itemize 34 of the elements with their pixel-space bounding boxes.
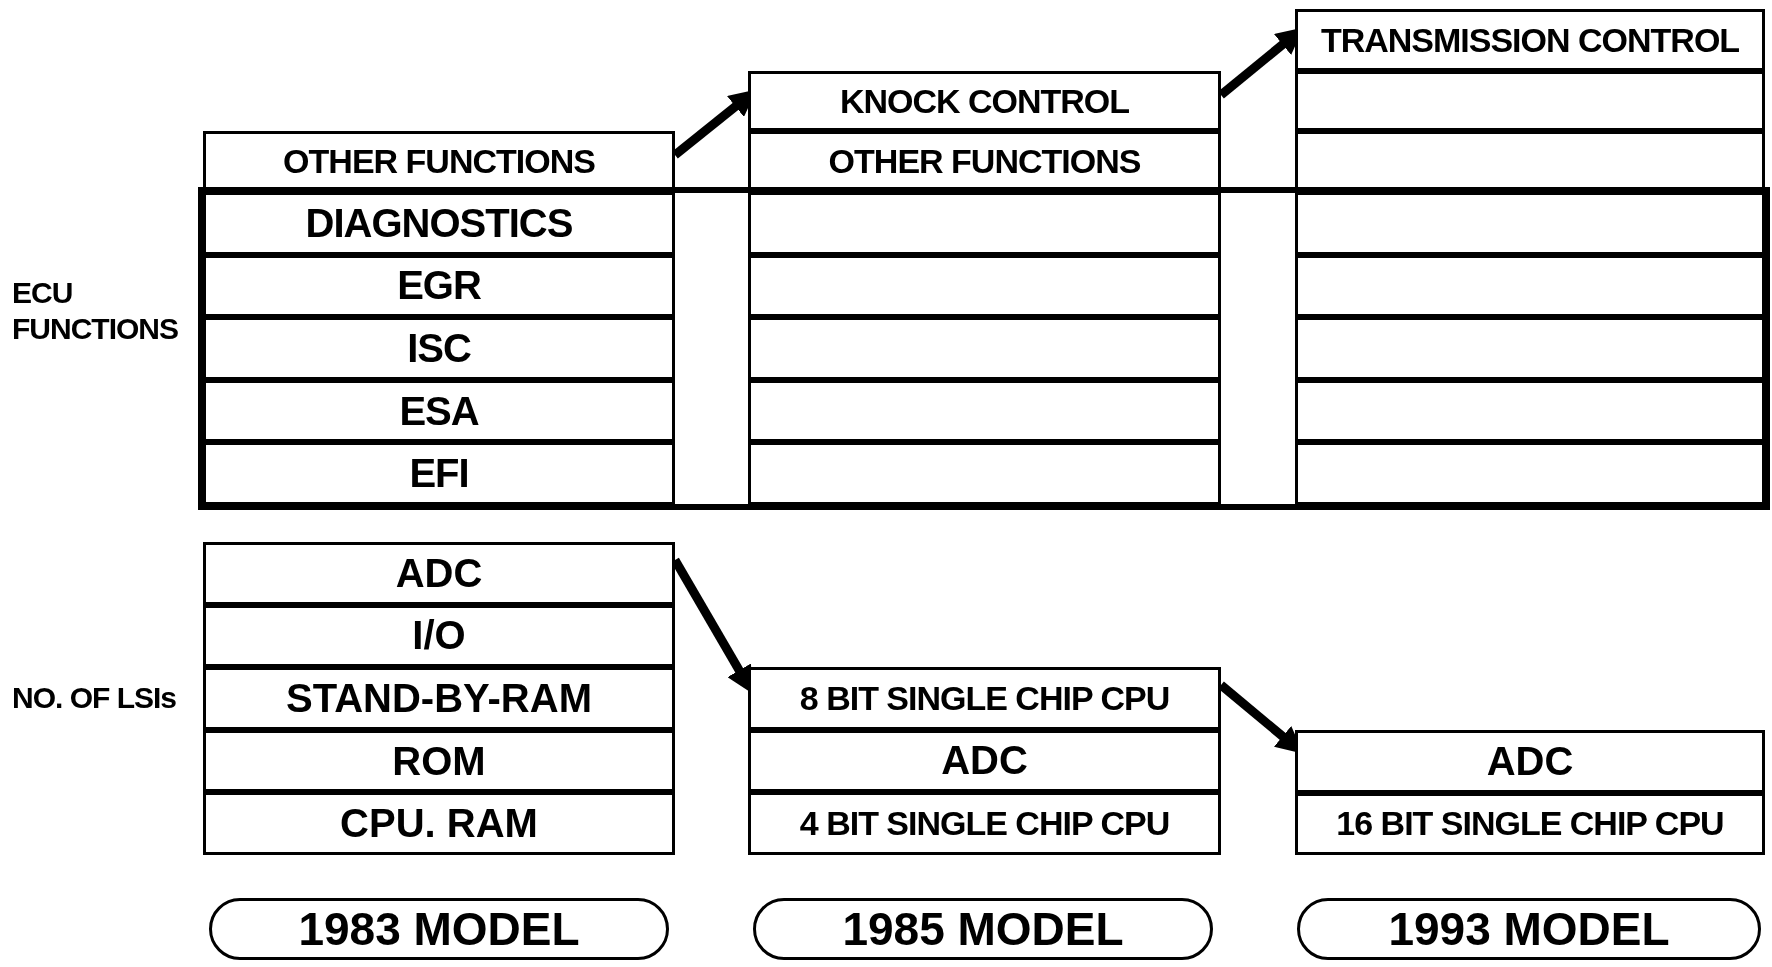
blank-row [748,317,1221,380]
chip-row: STAND-BY-RAM [203,667,675,730]
axis-label: ECU FUNCTIONS [12,275,179,347]
blank-row [748,442,1221,505]
function-row: DIAGNOSTICS [203,192,675,255]
model-label-pill: 1993 MODEL [1297,898,1761,960]
blank-row [1295,192,1765,255]
blank-row [1295,317,1765,380]
function-row: ESA [203,379,675,443]
blank-row [748,254,1221,318]
chip-row: 16 BIT SINGLE CHIP CPU [1295,792,1765,856]
blank-row [1295,379,1765,443]
function-row: EFI [203,442,675,505]
function-row: ISC [203,317,675,380]
chip-row: ADC [1295,730,1765,793]
blank-row [748,192,1221,255]
function-row: TRANSMISSION CONTROL [1295,9,1765,71]
blank-row [748,379,1221,443]
blank-row [1295,71,1765,131]
function-row: EGR [203,254,675,318]
thick-frame [198,187,1770,510]
blank-row [1295,442,1765,505]
chip-row: 8 BIT SINGLE CHIP CPU [748,667,1221,730]
model-label-pill: 1985 MODEL [753,898,1213,960]
axis-label: NO. OF LSIs [12,680,178,716]
chip-row: ROM [203,729,675,793]
chip-row: ADC [203,542,675,605]
blank-row [1295,254,1765,318]
function-row: KNOCK CONTROL [748,71,1221,131]
chip-row: 4 BIT SINGLE CHIP CPU [748,792,1221,855]
chip-row: ADC [748,729,1221,793]
chip-row: I/O [203,604,675,668]
chip-row: CPU. RAM [203,792,675,855]
model-label-pill: 1983 MODEL [209,898,669,960]
